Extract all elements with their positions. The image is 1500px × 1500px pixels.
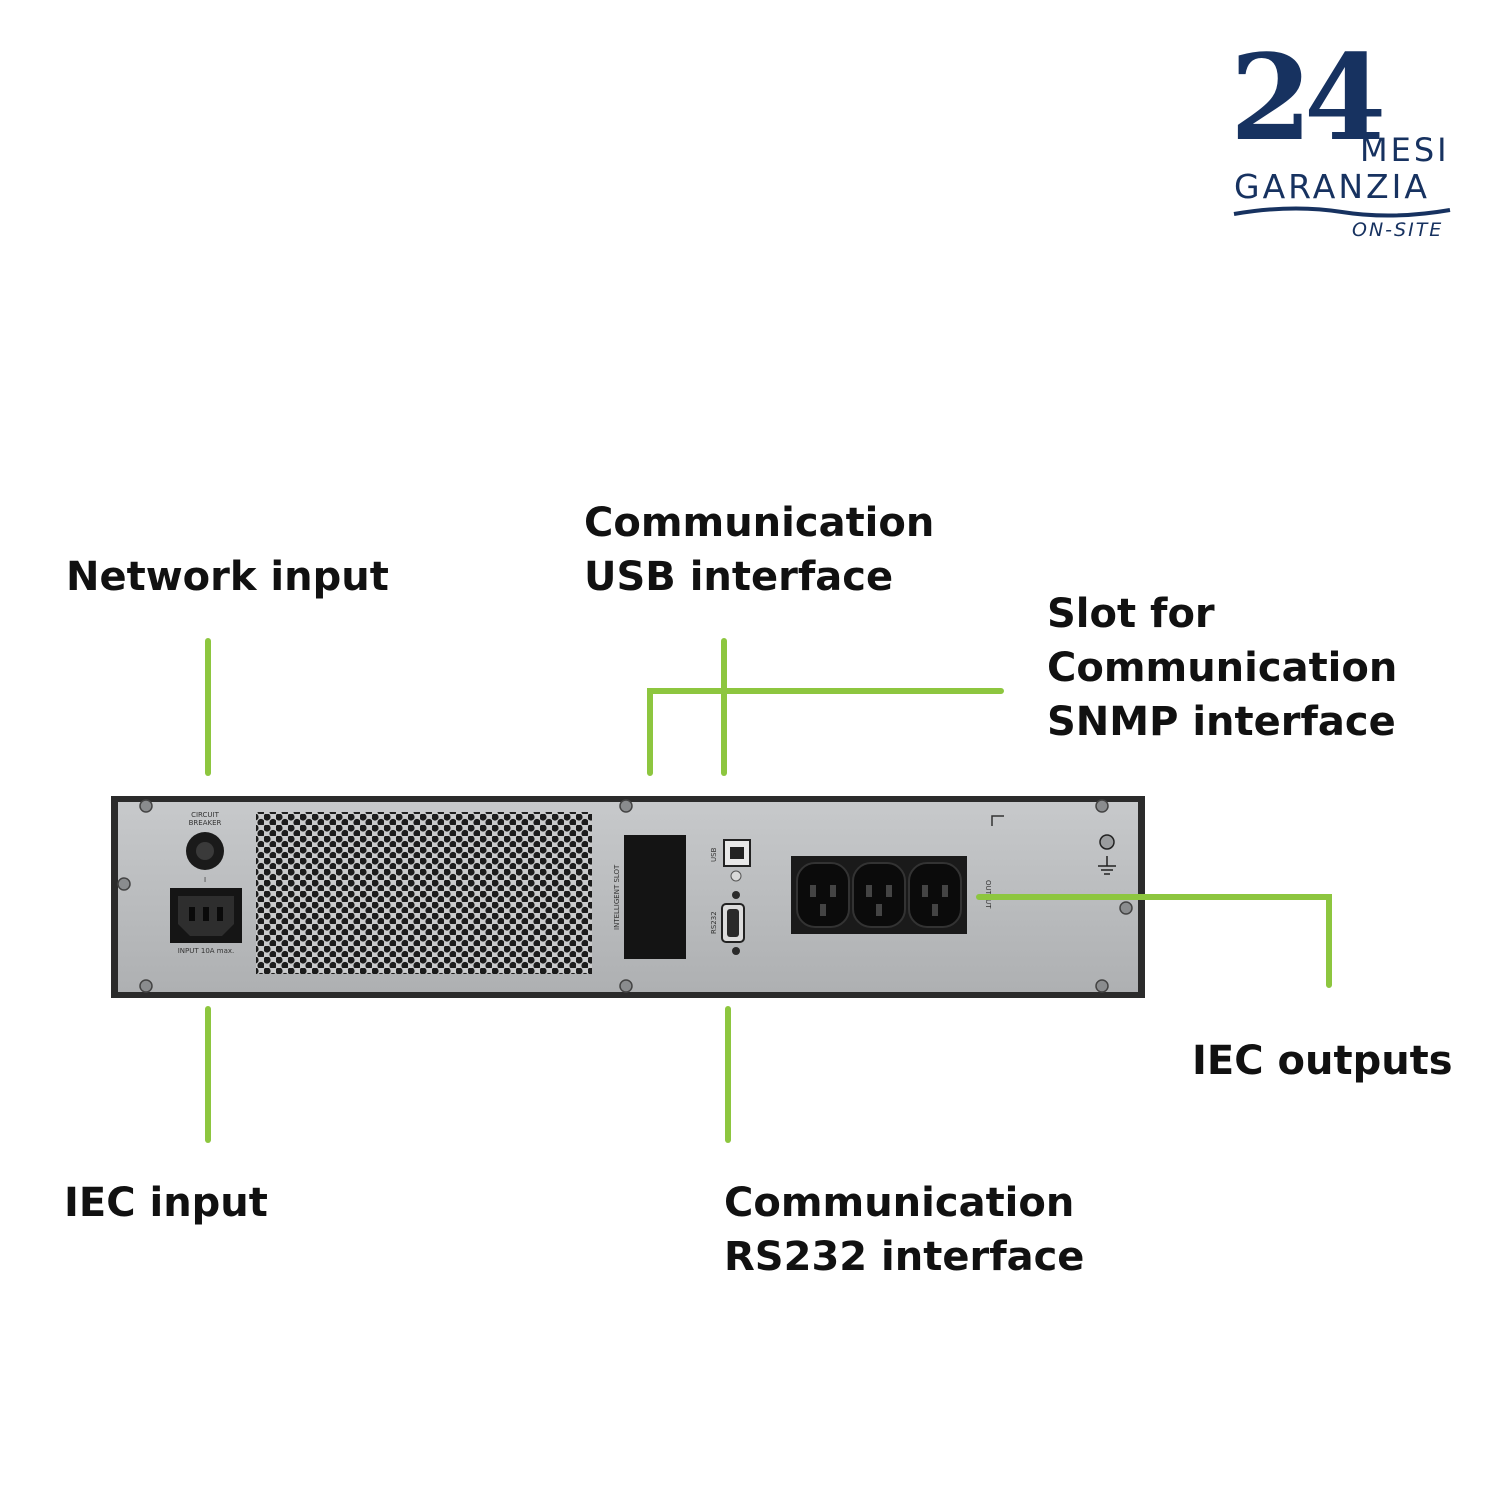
ground-icon <box>1098 834 1116 875</box>
label-rs232-line1: Communication <box>724 1180 1075 1226</box>
intelligent-slot-text: INTELLIGENT SLOT <box>613 864 621 930</box>
line-iec-outputs <box>976 894 1332 988</box>
logo-garanzia: GARANZIA <box>1234 167 1430 206</box>
label-snmp-line3: SNMP interface <box>1047 699 1396 745</box>
rs232-port: RS232 <box>710 891 745 955</box>
warranty-logo: 24 MESI GARANZIA ON-SITE <box>1226 28 1456 250</box>
iec-input-socket: INPUT 10A max. <box>170 888 242 955</box>
label-snmp-line2: Communication <box>1047 645 1398 691</box>
label-usb-line1: Communication <box>584 500 935 546</box>
logo-onsite: ON-SITE <box>1352 219 1444 241</box>
label-iec-input: IEC input <box>64 1180 268 1226</box>
breaker-text-1: CIRCUIT <box>191 811 220 819</box>
label-snmp-line1: Slot for <box>1047 591 1215 637</box>
iec-output-sockets: OUTPUT <box>791 856 992 934</box>
breaker-text-2: BREAKER <box>189 819 222 827</box>
callout-lines <box>205 638 1332 1143</box>
iec-output-socket-3 <box>908 862 962 928</box>
label-network-input: Network input <box>66 554 389 600</box>
iec-output-socket-1 <box>796 862 850 928</box>
input-rating-text: INPUT 10A max. <box>178 947 235 955</box>
label-rs232-line2: RS232 interface <box>724 1234 1085 1280</box>
usb-port: USB <box>710 839 751 882</box>
rs232-text: RS232 <box>710 911 718 934</box>
fan-grille <box>256 812 592 974</box>
logo-wave-icon <box>1233 206 1451 218</box>
breaker-symbol: I <box>204 876 206 884</box>
usb-text: USB <box>710 847 718 862</box>
intelligent-slot: INTELLIGENT SLOT <box>613 835 686 959</box>
logo-mesi: MESI <box>1360 131 1450 169</box>
label-usb: Communication USB interface <box>584 496 934 604</box>
circuit-breaker: CIRCUIT BREAKER I <box>186 811 224 884</box>
label-iec-outputs: IEC outputs <box>1192 1038 1453 1084</box>
label-usb-line2: USB interface <box>584 554 894 600</box>
screw-icons <box>117 799 1133 993</box>
logo-number: 24 <box>1230 28 1386 167</box>
label-snmp: Slot for Communication SNMP interface <box>1047 587 1397 749</box>
corner-mark <box>991 815 1004 826</box>
line-snmp <box>647 688 1004 776</box>
label-rs232: Communication RS232 interface <box>724 1176 1084 1284</box>
iec-output-socket-2 <box>852 862 906 928</box>
